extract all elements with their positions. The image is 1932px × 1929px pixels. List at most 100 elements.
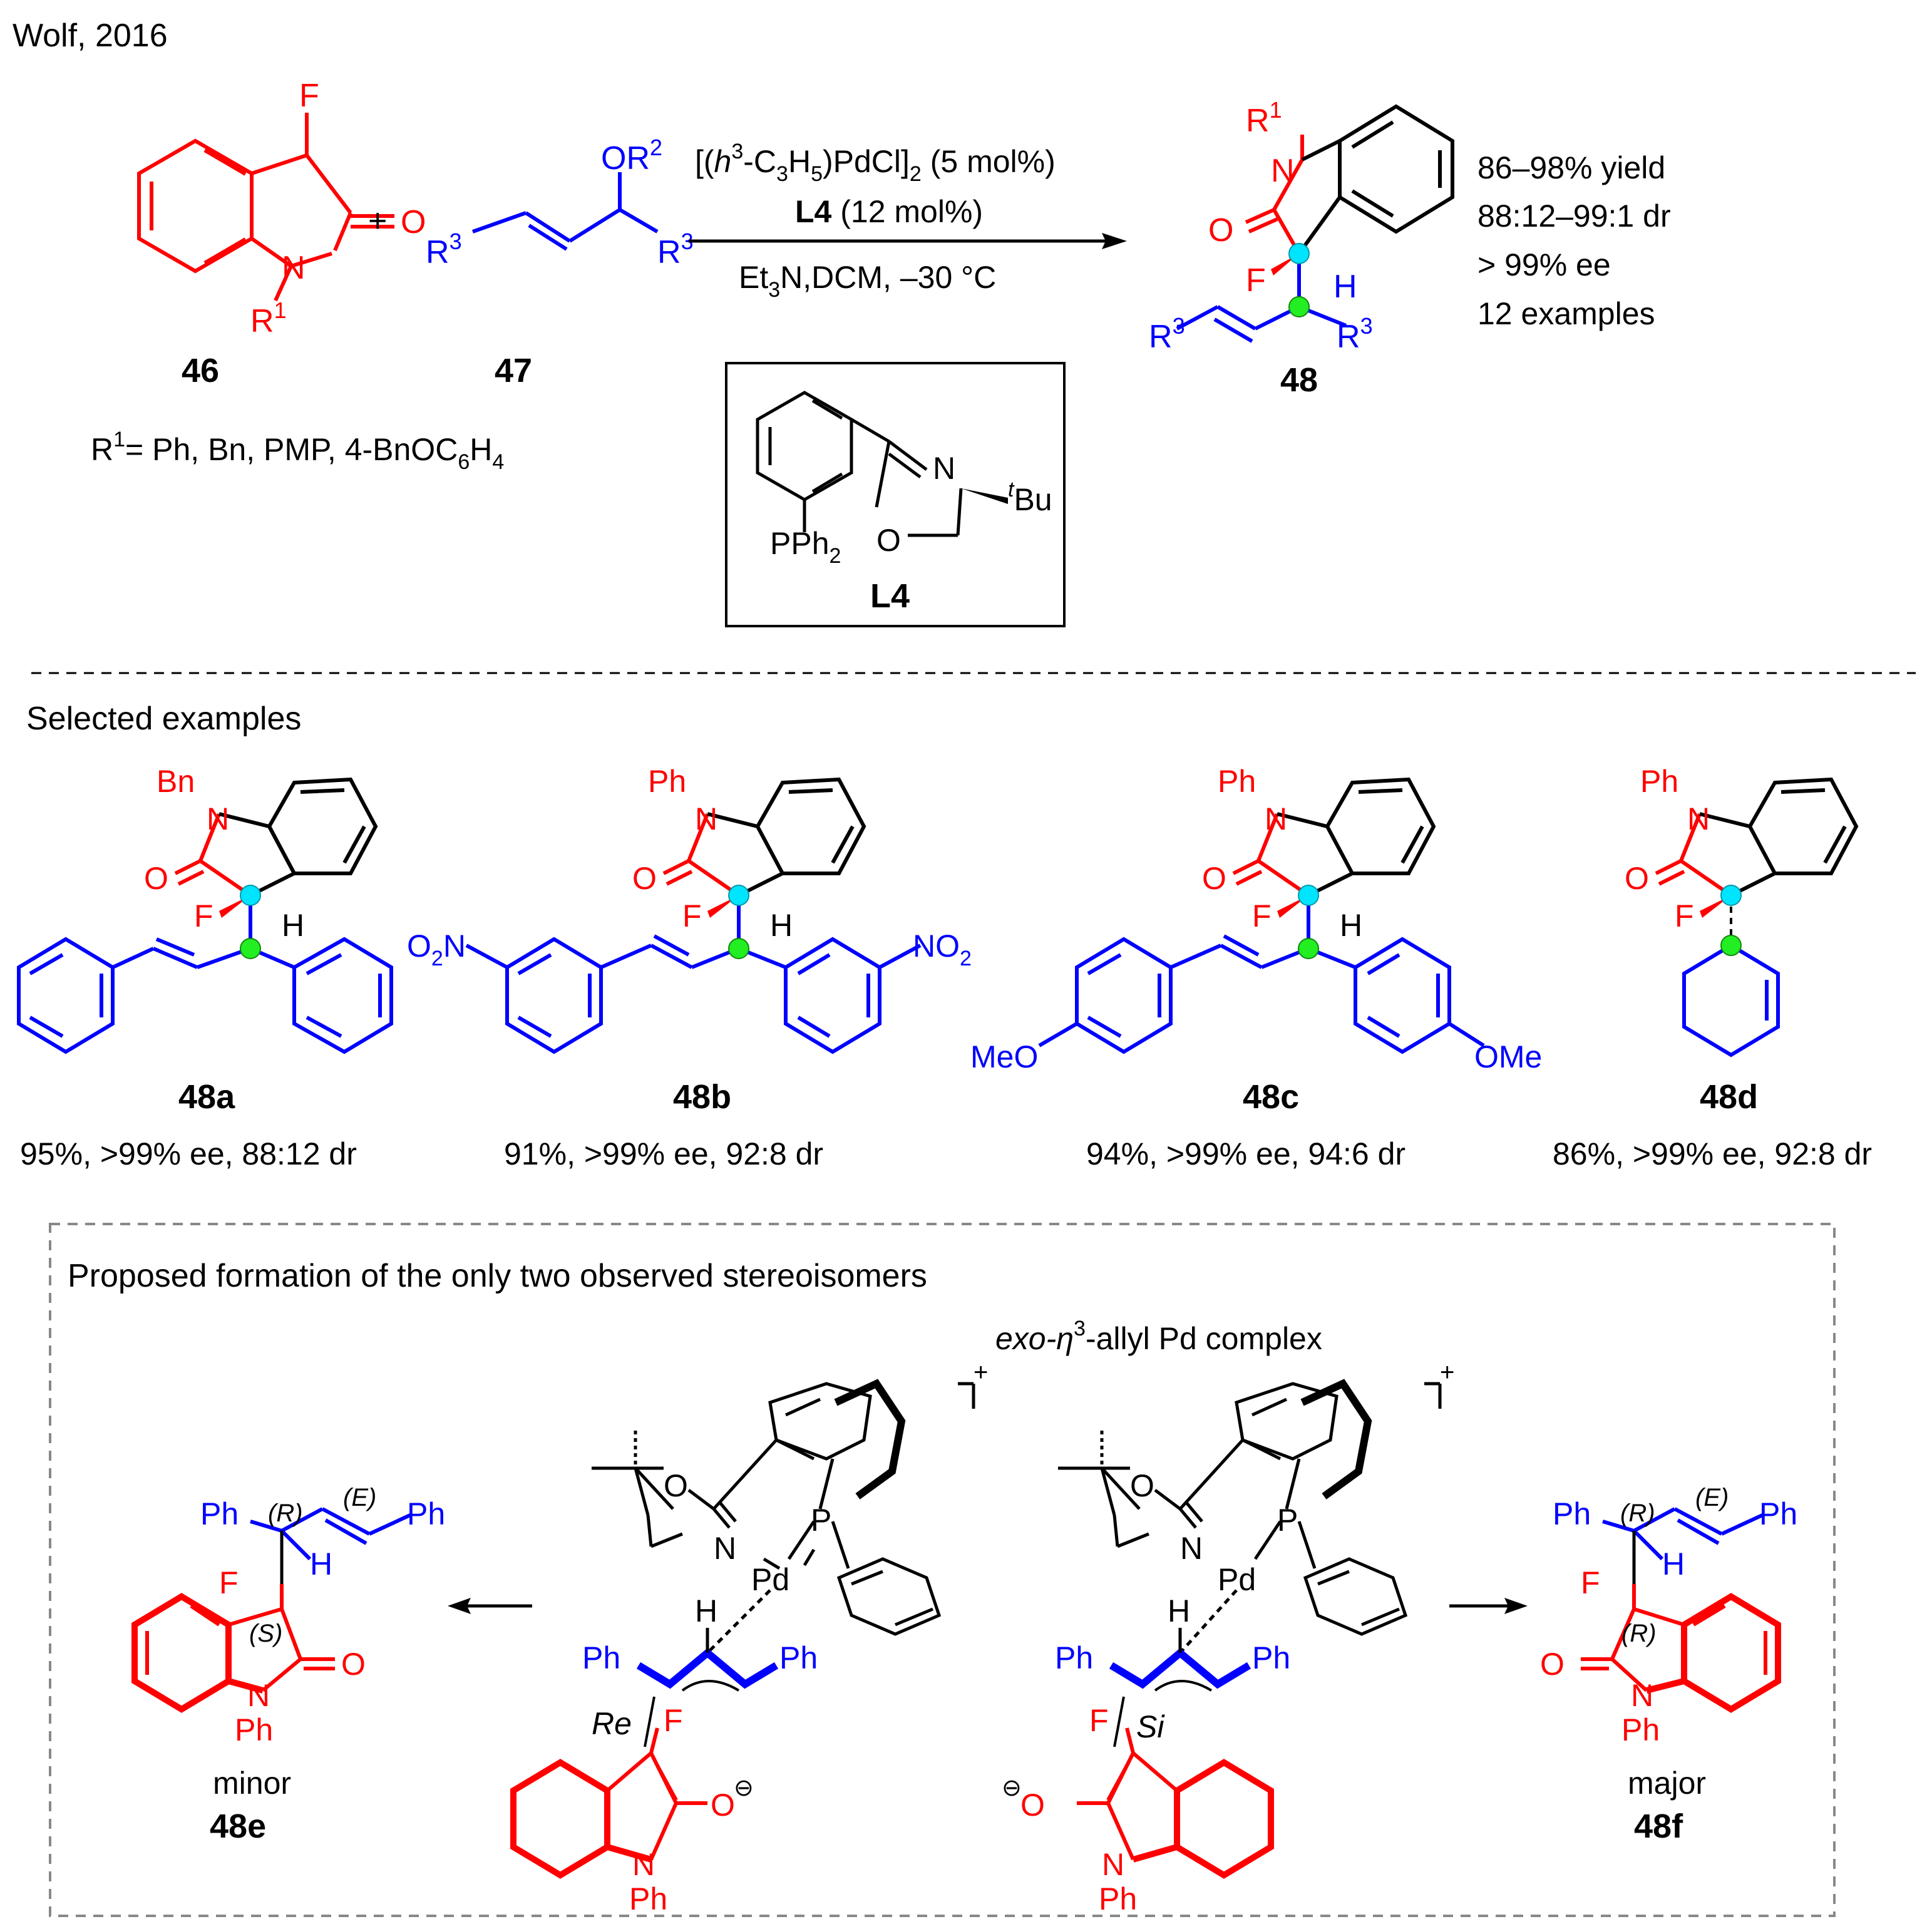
48a-H: H <box>282 908 304 943</box>
right-P: P <box>1277 1503 1298 1538</box>
48d-N-sub: Ph <box>1640 764 1678 799</box>
right-enolate-N: N <box>1102 1847 1124 1882</box>
48b-N-sub: Ph <box>648 764 686 799</box>
48-R3-left: R3 <box>1149 313 1185 355</box>
right-N: N <box>1180 1531 1203 1566</box>
48d-quaternary-center <box>1720 885 1742 906</box>
example-48c <box>1038 777 1485 1054</box>
48a-tertiary-center <box>240 938 261 959</box>
46-R-letter: R <box>250 303 274 339</box>
47-label: 47 <box>495 352 532 389</box>
48c-N-sub: Ph <box>1218 764 1256 799</box>
mechanism-heading: Proposed formation of the only two obser… <box>68 1258 927 1294</box>
cat-pd: )PdCl] <box>823 144 910 179</box>
48f-label: 48f <box>1634 1808 1683 1845</box>
48e-Ph-N: Ph <box>235 1712 273 1747</box>
complex-label: exo-η3-allyl Pd complex <box>995 1317 1322 1356</box>
left-enolate-N: N <box>632 1847 655 1882</box>
condition-ligand: L4 (12 mol%) <box>795 194 983 229</box>
48f-E: (E) <box>1695 1484 1729 1511</box>
48b-NO2-text: NO <box>913 928 960 964</box>
right-Ph-b: Ph <box>1252 1640 1290 1675</box>
left-N: N <box>714 1531 736 1566</box>
substituent-definition: R1= Ph, Bn, PMP, 4-BnOC6H4 <box>91 428 504 474</box>
arrow-to-major-head <box>1504 1598 1528 1614</box>
sub-H: H <box>470 432 492 467</box>
48c-N: N <box>1265 801 1287 836</box>
48b-O2N-O: O <box>407 928 431 964</box>
ligand-L4-structure <box>756 391 963 537</box>
cat-h-sub: 5 <box>811 162 823 186</box>
right-enolate-Ph: Ph <box>1099 1881 1137 1916</box>
right-allyl <box>1109 1648 1251 1689</box>
48-F: F <box>1246 262 1266 299</box>
47-R-left: R3 <box>426 229 462 270</box>
47-R-right-sup: 3 <box>681 229 694 254</box>
48f-R: (R) <box>1620 1499 1655 1527</box>
cat-h5: H <box>788 144 811 179</box>
48a-N-sub: Bn <box>157 764 195 799</box>
48-label: 48 <box>1280 361 1318 399</box>
right-allyl-arc <box>1154 1680 1213 1692</box>
48b-O2N-sub: 2 <box>431 947 443 970</box>
cond-ligand-name: L4 <box>795 194 832 229</box>
48d-tertiary-center <box>1720 935 1742 956</box>
48f-O: O <box>1540 1647 1565 1682</box>
result-yield: 86–98% yield <box>1477 150 1665 185</box>
left-pd-complex <box>592 1382 975 1654</box>
right-face: Si <box>1136 1709 1165 1744</box>
48f-H: H <box>1662 1546 1685 1582</box>
48c-MeO: MeO <box>970 1039 1038 1074</box>
48b-O2N-N: N <box>443 928 466 964</box>
selected-heading: Selected examples <box>26 701 301 737</box>
48e-S: (S) <box>249 1620 282 1647</box>
ligand-P: PPh <box>770 526 830 561</box>
complex-eta: η <box>1056 1321 1074 1356</box>
ligand-P-sub: 2 <box>830 544 841 568</box>
48e-F: F <box>219 1565 239 1600</box>
cat-sub2: 2 <box>910 162 922 186</box>
48b-result: 91%, >99% ee, 92:8 dr <box>504 1136 823 1171</box>
right-enolate <box>1077 1727 1274 1879</box>
48b-quaternary-center <box>728 885 749 906</box>
left-enolate-O: O <box>711 1788 735 1823</box>
48a-label: 48a <box>178 1078 235 1116</box>
48b-label: 48b <box>673 1078 731 1116</box>
left-charge: + <box>974 1359 988 1386</box>
ligand-box <box>725 362 1066 627</box>
46-R-sup: 1 <box>274 297 287 323</box>
48e-E: (E) <box>343 1484 376 1511</box>
right-Ph-a: Ph <box>1055 1640 1093 1675</box>
48-H: H <box>1333 269 1357 305</box>
left-allyl <box>636 1648 779 1689</box>
cat-open: [( <box>695 144 714 179</box>
48e-caption: minor <box>213 1766 291 1801</box>
48f-N: N <box>1631 1678 1653 1713</box>
47-R-right: R3 <box>657 229 694 270</box>
left-Ph-a: Ph <box>582 1640 620 1675</box>
right-enolate-minus: ⊖ <box>1002 1775 1022 1801</box>
example-48a <box>17 777 393 1054</box>
48-R3-right: R3 <box>1337 313 1373 355</box>
complex-exo: exo- <box>995 1321 1056 1356</box>
48b-N: N <box>695 801 717 836</box>
48b-NO2: NO2 <box>913 928 972 970</box>
48f-F: F <box>1581 1565 1600 1600</box>
48c-label: 48c <box>1243 1078 1299 1116</box>
left-enolate <box>510 1727 707 1879</box>
46-label: 46 <box>182 352 219 389</box>
48d-result: 86%, >99% ee, 92:8 dr <box>1553 1136 1872 1171</box>
48e-Ph-right: Ph <box>407 1496 445 1531</box>
left-enolate-F: F <box>664 1703 683 1738</box>
ligand-wedge <box>961 488 1008 504</box>
sub-rest: = Ph, Bn, PMP, 4-BnOC <box>125 432 458 467</box>
left-face: Re <box>592 1706 632 1741</box>
48c-H: H <box>1340 908 1362 943</box>
ligand-PPh2: PPh2 <box>770 526 841 568</box>
48e-N: N <box>247 1678 270 1713</box>
48e-R: (R) <box>268 1499 303 1527</box>
result-ee: > 99% ee <box>1477 247 1611 282</box>
plus-sign: + <box>368 203 387 239</box>
left-H: H <box>695 1593 717 1628</box>
